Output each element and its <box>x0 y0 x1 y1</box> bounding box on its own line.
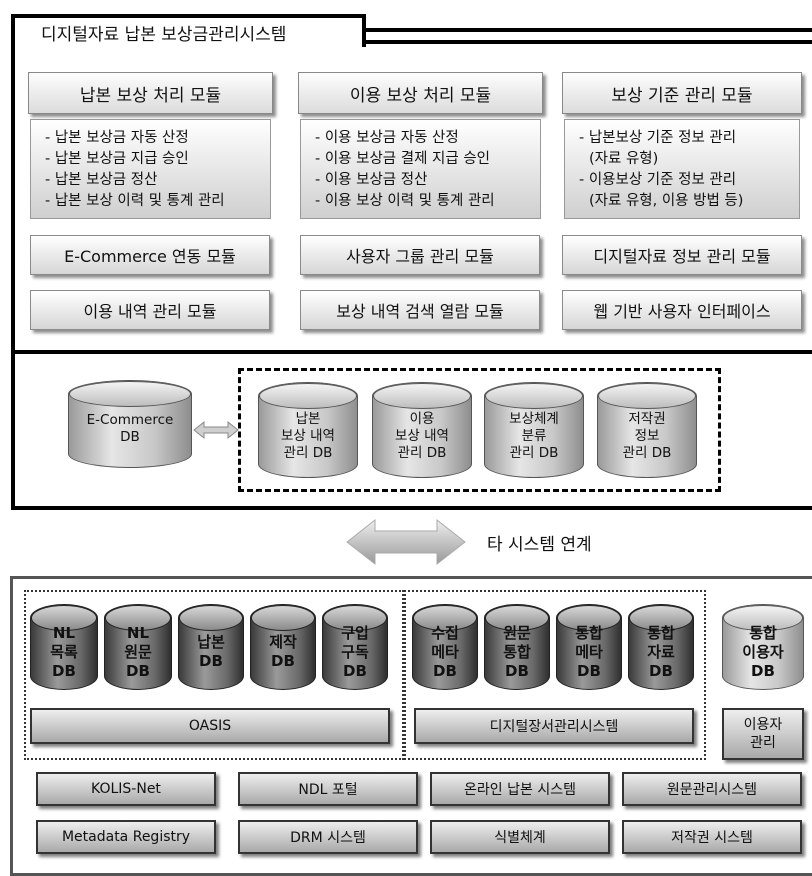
module-head-criteria: 보상 기준 관리 모듈 <box>562 72 802 114</box>
list-item: - 납본 보상금 자동 산정 <box>45 130 189 146</box>
internal-db-group <box>238 368 721 492</box>
list-item: - 납본보상 기준 정보 관리 <box>579 130 737 146</box>
list-item: (자료 유형) <box>589 151 659 167</box>
cylinder-cap <box>69 381 191 407</box>
list-item: - 납본 보상금 지급 승인 <box>45 151 189 167</box>
link-label: 타 시스템 연계 <box>487 535 592 555</box>
link-arrow <box>346 518 466 566</box>
oasis-group <box>24 590 404 760</box>
list-item: - 납본 보상금 정산 <box>45 172 158 188</box>
module-body-deposit: - 납본 보상금 자동 산정 - 납본 보상금 지급 승인 - 납본 보상금 정… <box>30 119 271 219</box>
user-group-module: 사용자 그룹 관리 모듈 <box>300 235 540 275</box>
ecommerce-module: E-Commerce 연동 모듈 <box>30 235 270 275</box>
list-item: - 이용보상 기준 정보 관리 <box>579 172 737 188</box>
digital-collection-bar: 디지털장서관리시스템 <box>414 708 694 744</box>
identification-system: 식별체계 <box>430 820 610 854</box>
digital-group <box>404 590 706 760</box>
usage-history-module: 이용 내역 관리 모듈 <box>30 290 270 330</box>
copyright-system: 저작권 시스템 <box>622 820 802 854</box>
history-search-module: 보상 내역 검색 열람 모듈 <box>300 290 540 330</box>
online-deposit-system: 온라인 납본 시스템 <box>430 772 610 806</box>
list-item: - 이용 보상금 자동 산정 <box>315 130 459 146</box>
web-ui-module: 웹 기반 사용자 인터페이스 <box>562 290 802 330</box>
module-head-deposit: 납본 보상 처리 모듈 <box>28 72 273 114</box>
list-item: - 이용 보상금 정산 <box>315 172 428 188</box>
metadata-registry: Metadata Registry <box>36 820 216 854</box>
title-tab: 디지털자료 납본 보상금관리시스템 <box>11 14 366 47</box>
double-arrow <box>193 420 239 440</box>
list-item: - 이용 보상 이력 및 통계 관리 <box>315 193 495 209</box>
oasis-bar: OASIS <box>30 708 390 744</box>
module-body-criteria: - 납본보상 기준 정보 관리 (자료 유형) - 이용보상 기준 정보 관리 … <box>564 119 800 219</box>
drm-system: DRM 시스템 <box>238 820 418 854</box>
system-frame <box>11 40 812 510</box>
list-item: (자료 유형, 이용 방법 등) <box>589 193 744 209</box>
list-item: - 납본 보상 이력 및 통계 관리 <box>45 193 225 209</box>
list-item: - 이용 보상금 결제 지급 승인 <box>315 151 491 167</box>
ndl-portal: NDL 포털 <box>238 772 418 806</box>
module-head-usage: 이용 보상 처리 모듈 <box>298 72 543 114</box>
fulltext-management-system: 원문관리시스템 <box>622 772 802 806</box>
system-title: 디지털자료 납본 보상금관리시스템 <box>41 25 287 45</box>
system-divider <box>11 350 812 354</box>
kolis-net: KOLIS-Net <box>36 772 216 806</box>
digital-info-module: 디지털자료 정보 관리 모듈 <box>562 235 802 275</box>
module-body-usage: - 이용 보상금 자동 산정 - 이용 보상금 결제 지급 승인 - 이용 보상… <box>300 119 541 219</box>
title-underline <box>362 28 812 32</box>
